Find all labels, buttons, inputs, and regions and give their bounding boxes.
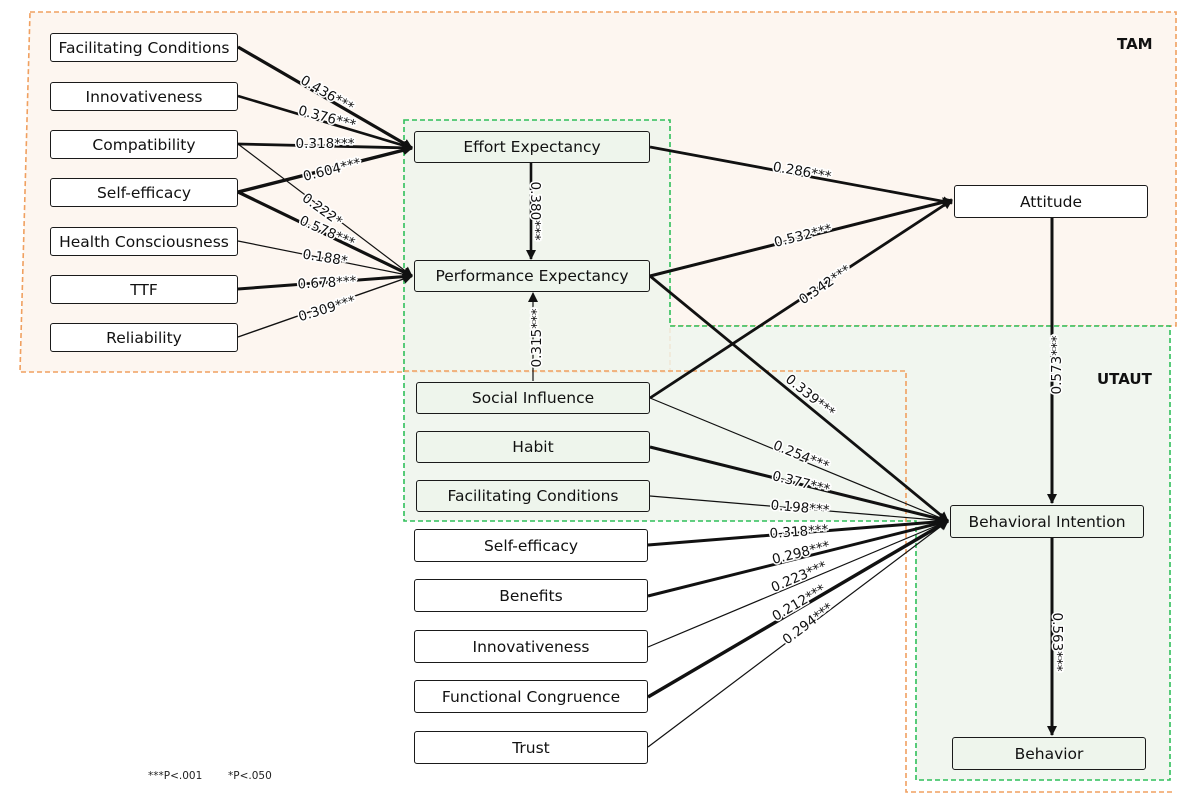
node-self-efficacy-tam: Self-efficacy	[50, 178, 238, 207]
path-innov1-ee	[237, 94, 413, 151]
path-si-bi	[649, 397, 949, 523]
path-trust-bi	[647, 520, 949, 748]
path-innov2-bi	[647, 519, 949, 648]
path-ee-att	[649, 145, 953, 207]
node-attitude: Attitude	[954, 185, 1148, 218]
coef-fc2-bi: 0.198***	[770, 497, 830, 518]
node-behavioral-intention: Behavioral Intention	[950, 505, 1144, 538]
node-self-efficacy-ext: Self-efficacy	[414, 529, 648, 562]
node-habit: Habit	[416, 431, 650, 463]
path-ttf-pe	[237, 271, 413, 291]
significance-note-050: *P<.050	[228, 770, 272, 782]
node-innovativeness-tam: Innovativeness	[50, 82, 238, 111]
path-fcong-bi	[647, 519, 949, 699]
node-innovativeness-ext: Innovativeness	[414, 630, 648, 663]
coef-ee-pe: 0.380***	[527, 182, 543, 241]
node-ttf: TTF	[50, 275, 238, 304]
node-performance-expectancy: Performance Expectancy	[414, 260, 650, 292]
coef-att-bi: 0.573***	[1049, 335, 1065, 394]
path-compat-pe	[237, 143, 413, 277]
path-rel-pe	[237, 274, 413, 338]
node-facilitating-conditions-utaut: Facilitating Conditions	[416, 480, 650, 512]
path-se2-bi	[647, 516, 949, 547]
path-pe-bi	[649, 274, 949, 523]
coef-pe-att: 0.532***	[772, 221, 833, 251]
coef-bi-beh: 0.563***	[1049, 613, 1065, 672]
path-fc1-ee	[237, 45, 413, 150]
path-health-pe	[237, 240, 413, 280]
coef-se1-ee: 0.604***	[301, 155, 362, 185]
node-compatibility: Compatibility	[50, 130, 238, 159]
coef-si-att: 0.342***	[796, 262, 854, 308]
coef-health-pe: 0.188*	[301, 247, 349, 270]
path-si-att	[649, 198, 953, 400]
coef-ttf-pe: 0.678***	[297, 273, 357, 292]
node-functional-congruence: Functional Congruence	[414, 680, 648, 713]
node-reliability: Reliability	[50, 323, 238, 352]
node-behavior: Behavior	[952, 737, 1146, 770]
path-pe-att	[649, 197, 953, 278]
node-benefits: Benefits	[414, 579, 648, 612]
node-health-consciousness: Health Consciousness	[50, 227, 238, 256]
node-social-influence: Social Influence	[416, 382, 650, 414]
significance-note-001: ***P<.001	[148, 770, 203, 782]
node-facilitating-conditions-tam: Facilitating Conditions	[50, 33, 238, 62]
path-habit-bi	[649, 445, 949, 524]
utaut-extension-region	[404, 370, 1172, 793]
node-trust: Trust	[414, 731, 648, 764]
path-compat-ee	[237, 142, 413, 153]
coef-ee-att: 0.286***	[772, 159, 833, 185]
utaut-label: UTAUT	[1097, 370, 1152, 388]
path-benefits-bi	[647, 518, 949, 598]
coef-rel-pe: 0.309***	[296, 293, 357, 326]
coef-si-pe: 0.315***	[529, 308, 545, 367]
coef-pe-bi: 0.339***	[782, 371, 838, 421]
tam-label: TAM	[1117, 35, 1153, 53]
node-effort-expectancy: Effort Expectancy	[414, 131, 650, 163]
path-fc2-bi	[649, 495, 949, 526]
path-se1-pe	[237, 190, 413, 278]
path-se1-ee	[237, 145, 413, 194]
coef-compat-ee: 0.318***	[296, 136, 355, 152]
coef-se2-bi: 0.318***	[769, 522, 829, 542]
